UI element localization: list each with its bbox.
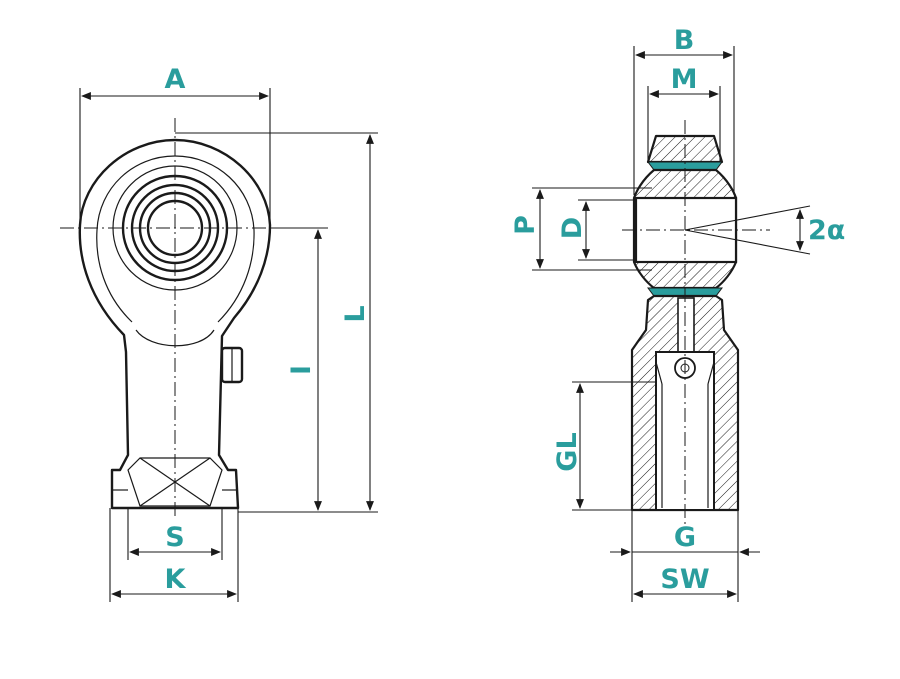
label-2alpha: 2α <box>808 215 845 246</box>
label-s: S <box>165 522 184 553</box>
section-view: 2α B M P D GL G <box>510 25 845 602</box>
label-b: B <box>674 25 695 56</box>
label-p: P <box>510 215 541 235</box>
angle-line-bottom <box>684 229 811 255</box>
front-view: A L I S K <box>60 64 378 602</box>
angle-line-top <box>684 205 811 231</box>
lube-channel <box>677 297 695 353</box>
rod-end-body-outline <box>78 138 272 510</box>
label-i: I <box>286 365 317 375</box>
thread-chamfer <box>655 361 715 385</box>
label-d: D <box>557 217 588 239</box>
label-sw: SW <box>660 564 709 595</box>
label-k: K <box>165 564 187 595</box>
label-g: G <box>674 522 696 553</box>
label-gl: GL <box>552 432 583 471</box>
label-a: A <box>165 64 186 95</box>
label-m: M <box>671 64 698 95</box>
label-l: L <box>340 305 371 322</box>
